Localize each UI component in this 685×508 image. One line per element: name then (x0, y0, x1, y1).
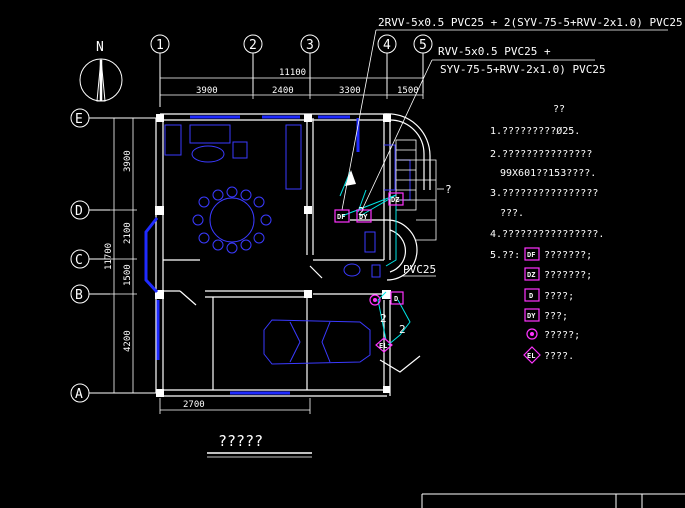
svg-text:????;: ????; (544, 291, 574, 302)
wire-count-a: 2 (358, 205, 365, 218)
dim-left-2: 2100 (123, 222, 133, 244)
cable-runs (339, 171, 411, 346)
dim-left-total: 11700 (104, 243, 114, 270)
legend-item-dz: DZ ???????; (524, 267, 592, 281)
svg-text:DF: DF (337, 213, 345, 221)
note-5: 5.??: (490, 250, 520, 261)
axis-5-label: 5 (419, 38, 427, 53)
note-1: 1.?????????Ø25. (490, 125, 580, 137)
svg-text:EL: EL (379, 342, 387, 350)
axis-4-label: 4 (383, 38, 391, 53)
legend-item-df: DF ???????; (524, 247, 592, 261)
device-symbol-el: EL (375, 337, 393, 353)
svg-text:????.: ????. (544, 351, 574, 362)
dim-top-3: 3300 (339, 86, 361, 96)
cable-label-2b: SYV-75-5+RVV-2x1.0) PVC25 (440, 63, 606, 76)
axis-d-label: D (75, 204, 83, 219)
dim-top-1: 3900 (196, 86, 218, 96)
legend-item-el: EL ????. (523, 346, 574, 364)
svg-text:DY: DY (359, 213, 368, 221)
svg-text:DZ: DZ (391, 196, 399, 204)
dim-left-4: 4200 (123, 330, 133, 352)
svg-text:EL: EL (527, 352, 535, 360)
dimension-lines-top (159, 74, 424, 99)
dim-bottom-1: 2700 (183, 400, 205, 410)
wire-count-b: 2 (380, 312, 387, 325)
drawing-title: ????? (218, 432, 263, 450)
device-symbol-camera (369, 294, 381, 306)
note-2: 2.??????????????? (490, 149, 592, 160)
svg-text:???????;: ???????; (544, 270, 592, 281)
dim-top-4: 1500 (397, 86, 419, 96)
cable-label-1: 2RVV-5x0.5 PVC25 + 2(SYV-75-5+RVV-2x1.0)… (378, 16, 683, 29)
windows (144, 115, 360, 395)
legend-item-d: D ????; (524, 288, 574, 302)
axis-b-label: B (75, 288, 83, 303)
dimension-lines-bottom (159, 398, 311, 414)
svg-text:DY: DY (527, 312, 536, 320)
note-3: 3.???????????????? (490, 188, 598, 199)
note-3b: ???. (500, 208, 524, 219)
cable-label-q: ? (445, 183, 452, 196)
axis-c-label: C (75, 253, 83, 268)
svg-text:D: D (529, 292, 533, 300)
device-symbol-dz: DZ (388, 192, 404, 206)
device-symbol-df: DF (334, 209, 350, 223)
axis-a-label: A (75, 387, 83, 402)
dimension-lines-left (110, 117, 137, 394)
dim-left-1: 3900 (123, 150, 133, 172)
dim-top-2: 2400 (272, 86, 294, 96)
axis-e-label: E (75, 112, 83, 127)
note-4: 4.????????????????. (490, 229, 604, 240)
dim-left-3: 1500 (123, 264, 133, 286)
north-label: N (96, 40, 104, 55)
stairs (395, 139, 437, 241)
axis-3-label: 3 (306, 38, 314, 53)
north-arrow: N (79, 40, 123, 102)
svg-text:?????;: ?????; (544, 330, 580, 341)
axis-1-label: 1 (156, 38, 164, 53)
note-2b: 99X601??153????. (500, 168, 596, 179)
walls (155, 113, 431, 397)
axis-2-label: 2 (249, 38, 257, 53)
svg-text:???????;: ???????; (544, 250, 592, 261)
title-block (421, 493, 685, 508)
furniture (164, 124, 411, 365)
legend-item-dy: DY ???; (524, 308, 568, 322)
svg-text:DF: DF (527, 251, 535, 259)
svg-text:???;: ???; (544, 311, 568, 322)
columns (155, 114, 391, 397)
wire-count-c: 2 (399, 323, 406, 336)
legend-item-camera: ?????; (526, 328, 580, 341)
device-symbol-d: D (390, 291, 404, 305)
svg-text:DZ: DZ (527, 271, 535, 279)
cable-leaders (341, 29, 668, 277)
dim-top-total: 11100 (279, 68, 306, 78)
arrow-marker (345, 170, 356, 186)
cable-label-3: PVC25 (403, 263, 436, 276)
cable-label-2a: RVV-5x0.5 PVC25 + (438, 45, 551, 58)
svg-text:D: D (394, 295, 398, 303)
device-symbol-dy: DY (356, 209, 372, 223)
notes-heading: ?? (553, 104, 565, 115)
